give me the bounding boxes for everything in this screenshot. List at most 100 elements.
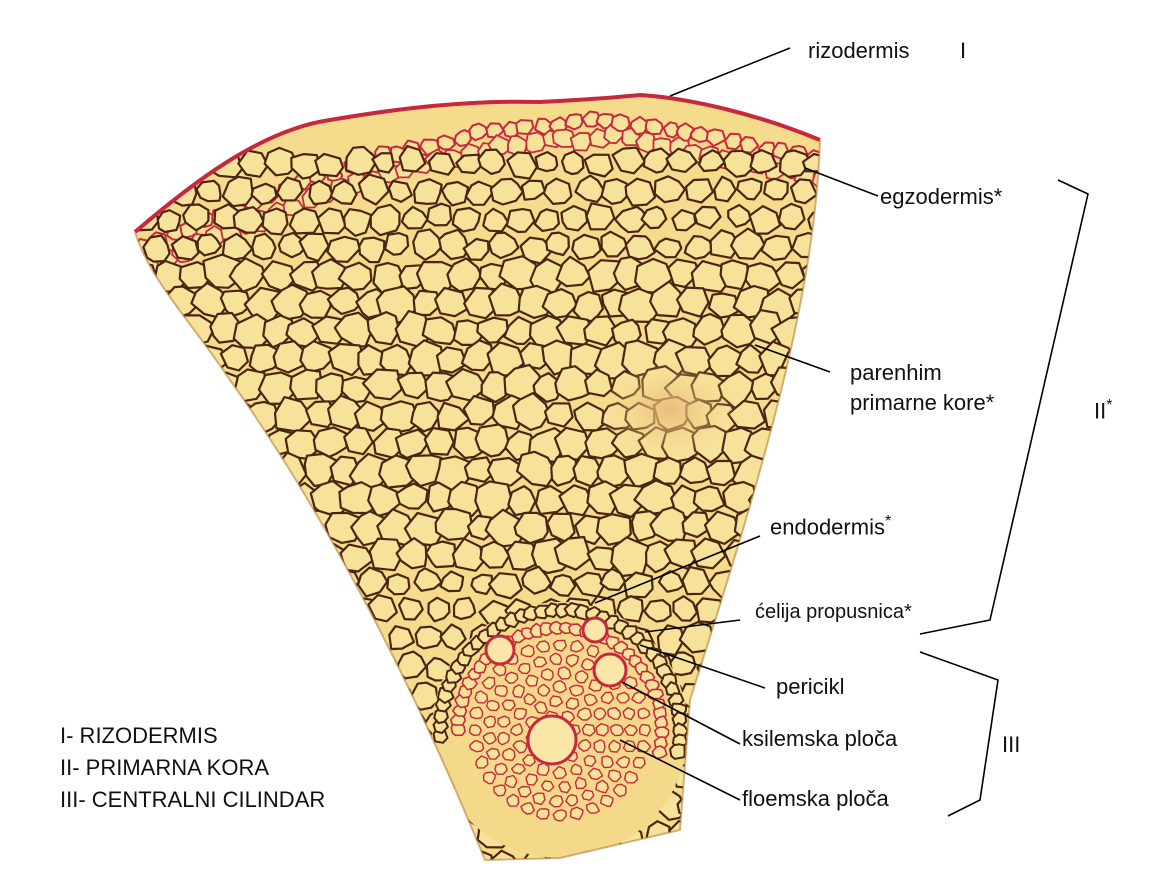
label-egzodermis: egzodermis* [880, 186, 1002, 208]
cell [847, 174, 877, 200]
cell [132, 155, 151, 174]
cell [429, 153, 455, 175]
cell [138, 345, 168, 371]
cell [654, 458, 681, 484]
cell [505, 672, 518, 683]
cell [436, 509, 473, 540]
cell [536, 152, 558, 171]
cell [711, 795, 738, 821]
cell [484, 716, 496, 727]
cell [741, 626, 766, 646]
cell [764, 179, 788, 200]
cell [128, 429, 159, 457]
cell [196, 458, 222, 485]
cortex-numeral-text: II [1094, 398, 1106, 423]
cell [776, 425, 808, 462]
cell [275, 509, 311, 545]
cell [514, 708, 526, 719]
cell [761, 457, 793, 487]
cell [810, 346, 849, 375]
cell [834, 153, 857, 174]
cell [359, 794, 385, 817]
cell [289, 596, 317, 620]
cell [871, 461, 901, 488]
cell [582, 790, 594, 800]
cell [792, 850, 817, 874]
cell [626, 179, 655, 206]
cell [518, 664, 530, 674]
cell [357, 684, 381, 706]
cell [843, 229, 871, 256]
cell [390, 800, 410, 819]
cell [800, 317, 834, 352]
cell [167, 513, 201, 545]
cell [318, 820, 350, 845]
cell [562, 152, 583, 175]
cell [513, 685, 524, 697]
cell [571, 133, 591, 151]
cell [843, 292, 878, 323]
cell [802, 368, 839, 404]
cell [629, 851, 660, 874]
cell [610, 725, 623, 736]
cell [414, 179, 442, 204]
cell [138, 512, 173, 540]
cell [184, 822, 207, 845]
cell [505, 776, 516, 788]
cell [131, 655, 159, 679]
cell [278, 683, 304, 709]
label-cortex-numeral: II* [1094, 398, 1112, 422]
cell [710, 848, 737, 873]
cell [160, 433, 184, 460]
cell [251, 512, 278, 539]
cell [359, 629, 380, 652]
cell [831, 205, 862, 231]
cell [350, 658, 374, 679]
cell [749, 545, 778, 570]
cell [158, 210, 180, 232]
cell [145, 398, 171, 427]
cell [184, 598, 207, 622]
cell [576, 671, 588, 683]
cell [470, 725, 482, 735]
cell [561, 206, 587, 230]
cell [711, 680, 740, 705]
cell [623, 708, 634, 720]
cell [719, 597, 751, 623]
cell [425, 428, 454, 455]
cell [250, 573, 272, 596]
cell [817, 573, 842, 596]
cell [358, 736, 385, 761]
cell [736, 850, 762, 874]
cell [763, 569, 794, 595]
cell [453, 208, 480, 232]
cell [236, 602, 261, 622]
cell [679, 847, 711, 874]
label-rizodermis: rizodermis [808, 40, 909, 62]
cell [495, 686, 507, 697]
stele-cells [432, 602, 688, 858]
cell [832, 430, 864, 460]
cell [349, 713, 375, 737]
cell [860, 318, 891, 346]
label-rizodermis-numeral: I [960, 40, 966, 62]
cell [526, 676, 538, 687]
cell [210, 601, 234, 621]
cell [280, 572, 303, 594]
cell [748, 824, 779, 847]
cell [234, 207, 264, 233]
cell [207, 483, 237, 512]
cell [153, 374, 181, 401]
cell [545, 403, 573, 426]
cell [411, 683, 438, 710]
cell [494, 785, 506, 796]
cell [159, 601, 183, 623]
cell [470, 707, 483, 718]
cell [334, 851, 360, 874]
cell [701, 821, 727, 847]
cell [436, 852, 466, 874]
cell [582, 724, 595, 736]
cell [726, 653, 751, 677]
stain-spot [600, 360, 740, 460]
cell [752, 656, 776, 679]
